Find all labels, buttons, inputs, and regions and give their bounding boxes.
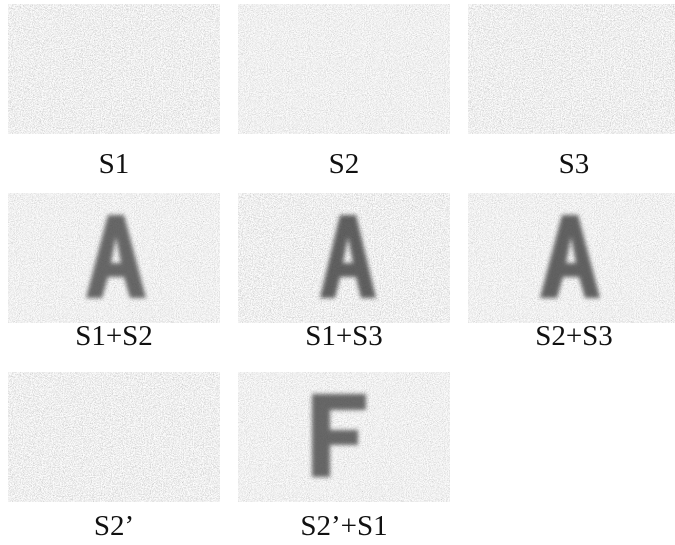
- stack-s1-s2-image: [8, 193, 220, 323]
- share-s3-noise-image: [468, 4, 675, 134]
- share-s3-caption: S3: [468, 148, 675, 180]
- share-s2: S2: [238, 4, 450, 134]
- stack-s1-s3: S1+S3: [238, 193, 450, 323]
- stack-s1-s3-image: [238, 193, 450, 323]
- share-s1: S1: [8, 4, 220, 134]
- stack-s2-prime-s1: S2’+S1: [238, 372, 450, 502]
- share-s3: S3: [468, 4, 675, 134]
- share-s1-noise-image: [8, 4, 220, 134]
- stack-s1-s2: S1+S2: [8, 193, 220, 323]
- share-s2-prime-caption: S2’: [8, 510, 220, 542]
- stack-s2-s3-caption: S2+S3: [468, 320, 675, 352]
- share-s2-prime: S2’: [8, 372, 220, 502]
- stack-s1-s2-caption: S1+S2: [8, 320, 220, 352]
- share-s1-caption: S1: [8, 148, 220, 180]
- share-s2-caption: S2: [238, 148, 450, 180]
- stack-s1-s3-caption: S1+S3: [238, 320, 450, 352]
- share-s2-noise-image: [238, 4, 450, 134]
- stack-s2-prime-s1-caption: S2’+S1: [238, 510, 450, 542]
- stack-s2-prime-s1-image: [238, 372, 450, 502]
- share-s2-prime-noise-image: [8, 372, 220, 502]
- stack-s2-s3-image: [468, 193, 675, 323]
- stack-s2-s3: S2+S3: [468, 193, 675, 323]
